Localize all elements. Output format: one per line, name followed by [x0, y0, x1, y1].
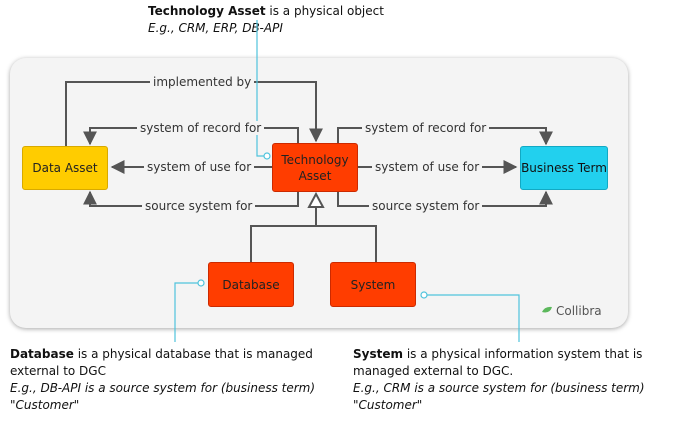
note-title: Technology Asset [148, 4, 266, 18]
node-label: Technology Asset [281, 152, 349, 183]
database-note: Database is a physical database that is … [10, 346, 320, 414]
edge-label-source-system-left: source system for [142, 199, 256, 213]
collibra-brand: Collibra [541, 304, 602, 318]
node-label: Business Term [521, 161, 607, 175]
system-note: System is a physical information system … [353, 346, 683, 414]
callout-system [424, 294, 520, 342]
note-text: is a physical object [265, 4, 384, 18]
diagram-panel [10, 58, 628, 328]
brand-name: Collibra [556, 304, 602, 318]
node-label: Database [222, 277, 280, 292]
note-text: is a physical information system that is… [353, 347, 643, 378]
node-label: Data Asset [32, 161, 98, 175]
edge-label-system-of-record-right: system of record for [362, 121, 490, 135]
edge-implemented-by [65, 81, 323, 146]
edge-label-system-of-use-right: system of use for [372, 160, 483, 174]
note-title: Database [10, 347, 74, 361]
edge-label-implemented-by: implemented by [150, 75, 255, 89]
edge-label-source-system-right: source system for [369, 199, 483, 213]
note-example: E.g., DB-API is a source system for (bus… [10, 381, 316, 412]
node-system[interactable]: System [330, 262, 416, 307]
callout-database [174, 282, 201, 342]
node-data-asset[interactable]: Data Asset [22, 146, 108, 190]
note-example: E.g., CRM is a source system for (busine… [353, 381, 645, 412]
edge-label-system-of-record-left: system of record for [137, 121, 265, 135]
edge-label-system-of-use-left: system of use for [144, 160, 255, 174]
node-business-term[interactable]: Business Term [520, 146, 608, 190]
edge-inheritance [250, 208, 377, 262]
collibra-logo-icon [542, 306, 552, 313]
node-label: System [350, 277, 396, 292]
node-database[interactable]: Database [208, 262, 294, 307]
node-technology-asset[interactable]: Technology Asset [272, 143, 358, 192]
inheritance-triangle-icon [307, 191, 325, 208]
note-text: is a physical database that is managed e… [10, 347, 313, 378]
note-title: System [353, 347, 403, 361]
note-example: E.g., CRM, ERP, DB-API [148, 21, 283, 35]
callout-technology-asset [256, 20, 265, 157]
technology-asset-note: Technology Asset is a physical object E.… [148, 3, 384, 37]
